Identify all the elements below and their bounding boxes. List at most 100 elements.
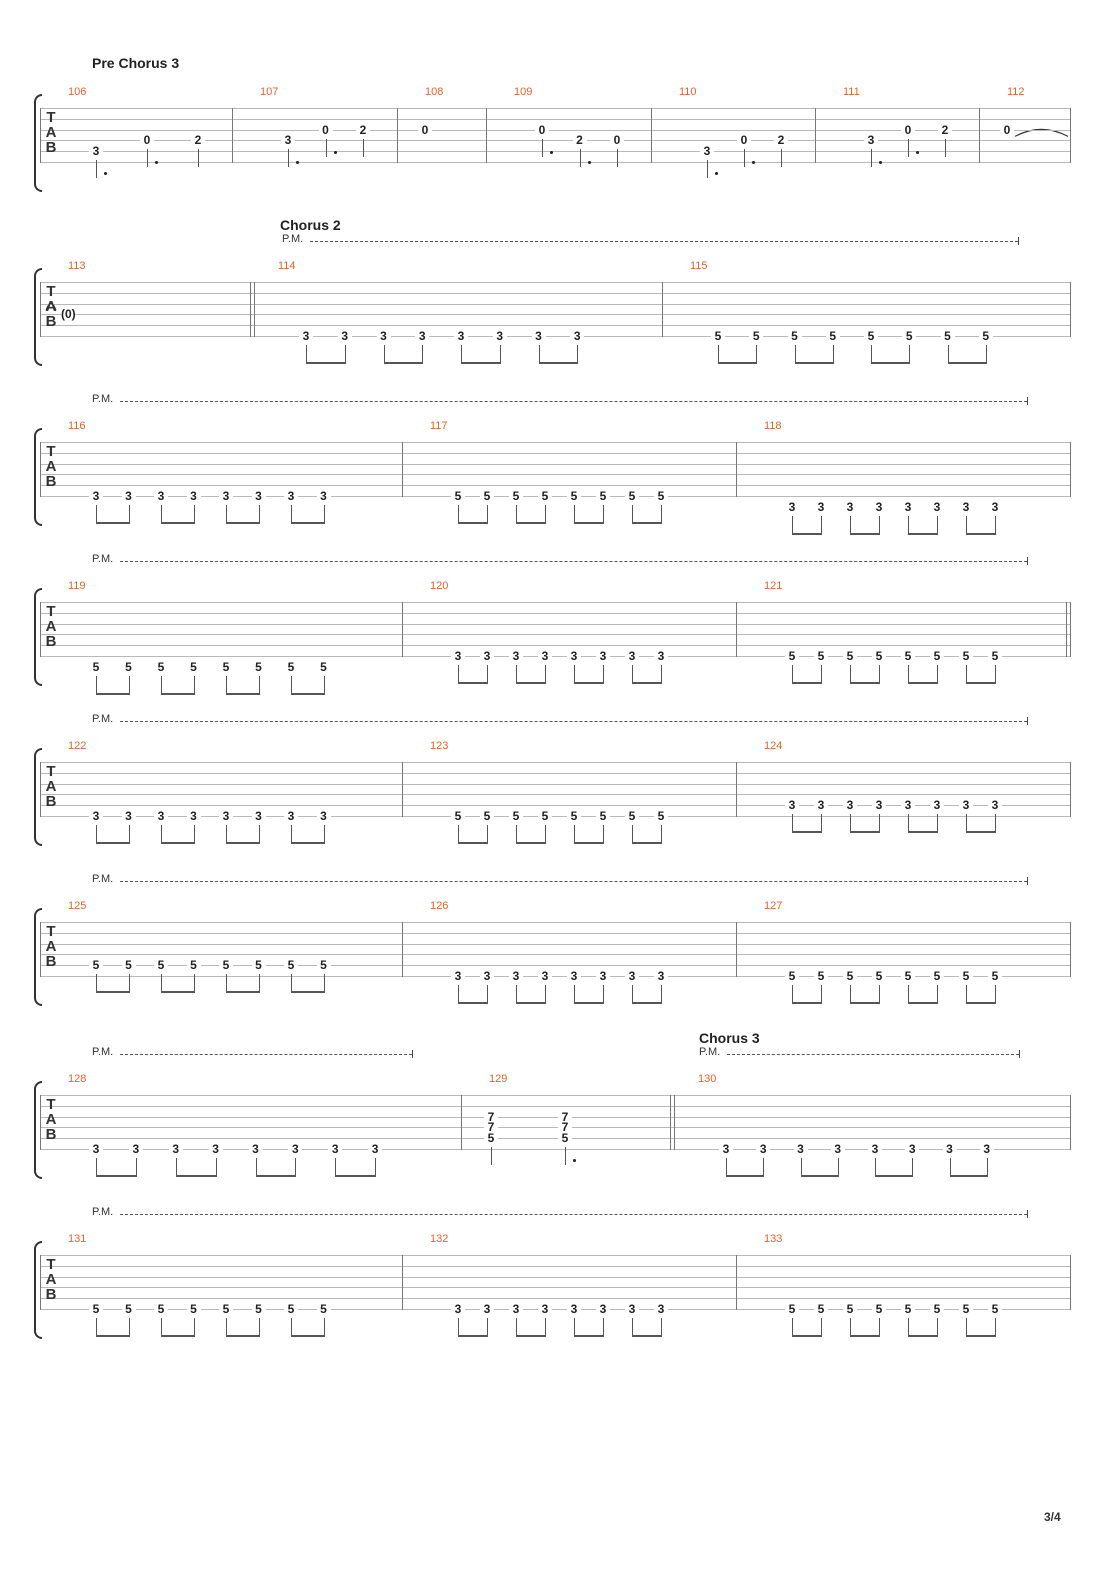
fret-number: 3 xyxy=(89,145,103,158)
fret-number: 5 xyxy=(284,1303,298,1315)
note-stem xyxy=(850,814,851,833)
tab-staff-line xyxy=(40,1255,1070,1256)
eighth-beam xyxy=(538,362,579,364)
eighth-beam xyxy=(850,1002,880,1004)
fret-number: 5 xyxy=(89,959,103,972)
tab-clef-b: B xyxy=(45,793,57,810)
fret-number: 3 xyxy=(864,134,878,147)
fret-number: 5 xyxy=(654,810,668,822)
note-stem xyxy=(291,505,292,523)
note-stem xyxy=(995,665,996,683)
note-stem xyxy=(193,1318,195,1336)
note-stem xyxy=(487,985,488,1003)
tab-staff-line xyxy=(40,1138,1070,1140)
eighth-beam xyxy=(458,522,488,524)
eighth-beam xyxy=(966,1002,996,1004)
tab-staff-line xyxy=(40,943,1070,945)
note-stem xyxy=(937,515,938,534)
fret-number: 0 xyxy=(140,134,154,147)
fret-number: 3 xyxy=(625,1303,639,1315)
fret-number: 3 xyxy=(843,799,857,812)
note-stem xyxy=(538,345,540,363)
barline xyxy=(40,1095,41,1150)
eighth-beam xyxy=(850,682,880,684)
note-stem xyxy=(96,1158,97,1176)
fret-number: 5 xyxy=(121,959,136,972)
note-stem xyxy=(945,138,946,157)
tab-staff-line xyxy=(40,762,1070,763)
barline xyxy=(486,108,487,163)
tab-clef-b: B xyxy=(45,1286,57,1303)
barline xyxy=(670,1095,671,1150)
note-stem xyxy=(323,675,325,694)
barline xyxy=(40,602,41,657)
note-stem xyxy=(661,985,662,1003)
tab-staff-line xyxy=(40,612,1070,614)
eighth-beam xyxy=(291,991,325,994)
note-stem xyxy=(832,345,834,363)
eighth-beam xyxy=(226,692,260,695)
palm-mute-label: P.M. xyxy=(282,233,304,245)
measure-number: 113 xyxy=(68,260,86,272)
fret-number: 5 xyxy=(988,650,1002,662)
eighth-beam xyxy=(516,842,546,844)
eighth-beam xyxy=(632,682,662,684)
palm-mute-label: P.M. xyxy=(92,873,114,885)
fret-number: 7 xyxy=(484,1121,498,1134)
note-stem xyxy=(966,1318,967,1336)
fret-number: 3 xyxy=(538,650,552,662)
fret-number: 3 xyxy=(531,330,546,342)
eighth-beam xyxy=(792,1002,822,1004)
note-stem xyxy=(128,1318,130,1336)
eighth-beam xyxy=(291,842,325,844)
eighth-beam xyxy=(226,1335,260,1337)
note-stem xyxy=(937,985,938,1003)
fret-number: 3 xyxy=(168,1143,183,1155)
fret-number: 2 xyxy=(356,123,370,136)
fret-number: 3 xyxy=(596,1303,610,1315)
fret-number: 3 xyxy=(451,970,465,982)
note-stem xyxy=(193,825,195,843)
measure-number: 130 xyxy=(698,1073,717,1085)
fret-number: 3 xyxy=(480,1303,494,1315)
note-stem xyxy=(763,1158,765,1176)
fret-number: 5 xyxy=(901,1303,915,1315)
barline xyxy=(736,602,737,657)
note-stem xyxy=(879,814,880,833)
section-label: Chorus 3 xyxy=(699,1030,760,1046)
fret-number: 5 xyxy=(538,490,552,502)
note-stem xyxy=(995,1318,996,1336)
measure-number: 115 xyxy=(690,260,708,272)
measure-number: 132 xyxy=(430,1233,449,1245)
eighth-beam xyxy=(850,1335,880,1337)
system-brace xyxy=(34,428,42,526)
eighth-beam xyxy=(850,831,880,834)
fret-number: 3 xyxy=(368,1143,383,1155)
fret-number: 3 xyxy=(208,1143,223,1155)
eighth-beam xyxy=(226,842,260,844)
fret-number: 3 xyxy=(567,970,581,982)
double-barline xyxy=(1066,602,1067,657)
note-stem xyxy=(966,665,967,683)
note-stem xyxy=(603,825,604,843)
eighth-beam xyxy=(726,1175,765,1177)
note-stem xyxy=(291,1318,292,1336)
note-stem xyxy=(516,505,517,523)
tab-clef-t: T xyxy=(46,923,56,940)
fret-number: 5 xyxy=(567,810,581,822)
note-stem xyxy=(871,149,872,168)
barline xyxy=(815,108,816,163)
fret-number: 3 xyxy=(154,810,168,822)
barline xyxy=(662,282,663,337)
fret-number: 5 xyxy=(284,660,298,673)
note-stem xyxy=(837,1158,839,1176)
eighth-beam xyxy=(574,1335,604,1337)
eighth-beam xyxy=(949,1175,988,1177)
tab-staff-line xyxy=(40,485,1070,487)
note-stem xyxy=(871,345,872,363)
note-stem xyxy=(908,985,909,1003)
note-stem xyxy=(792,515,793,534)
eighth-beam xyxy=(458,842,488,844)
note-stem xyxy=(458,1318,459,1336)
note-stem xyxy=(295,1158,297,1176)
